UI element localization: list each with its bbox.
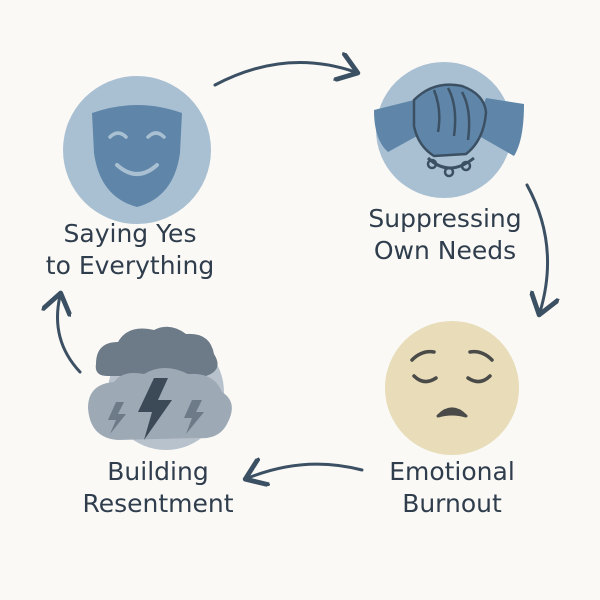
label-line-1: Building — [107, 457, 209, 486]
sad-face-icon — [384, 320, 520, 456]
label-line-2: Resentment — [82, 489, 234, 518]
arrow-burnout-to-resentment — [248, 464, 364, 478]
label-line-1: Emotional — [389, 457, 515, 486]
label-line-2: to Everything — [45, 251, 215, 280]
storm-cloud-icon — [88, 322, 238, 452]
label-line-2: Burnout — [402, 489, 502, 518]
mask-icon — [62, 75, 212, 225]
node-label-saying-yes: Saying Yes to Everything — [40, 218, 220, 282]
arrow-yes-to-suppressing — [213, 63, 355, 87]
node-label-resentment: Building Resentment — [58, 456, 258, 520]
arrow-suppressing-to-burnout — [525, 183, 548, 312]
clasped-hands-icon — [374, 60, 524, 200]
label-line-1: Suppressing — [368, 204, 522, 233]
node-label-suppressing: Suppressing Own Needs — [350, 203, 540, 267]
label-line-1: Saying Yes — [63, 219, 197, 248]
arrow-resentment-to-yes — [58, 296, 82, 374]
label-line-2: Own Needs — [373, 236, 517, 265]
node-label-burnout: Emotional Burnout — [372, 456, 532, 520]
